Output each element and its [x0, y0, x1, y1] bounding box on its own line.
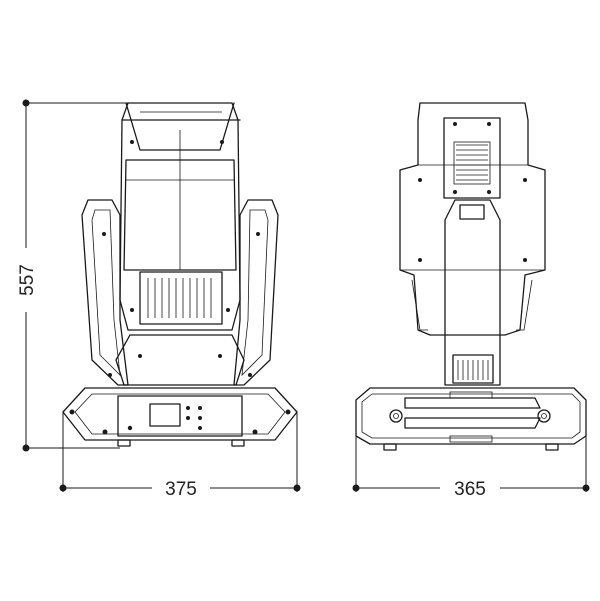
front-view	[62, 102, 298, 447]
side-yoke-arm	[444, 199, 501, 386]
height-label: 557	[17, 264, 38, 296]
side-base	[355, 387, 587, 445]
side-base-left-knob	[389, 409, 403, 423]
side-width-dimension: 365	[352, 420, 590, 500]
side-view	[355, 102, 587, 451]
front-head	[119, 102, 241, 331]
height-dimension: 557	[17, 99, 130, 452]
side-base-right-knob	[537, 409, 551, 423]
side-width-label: 365	[454, 479, 486, 500]
front-width-dimension: 375	[59, 412, 301, 500]
front-right-arm	[233, 199, 279, 386]
front-width-label: 375	[165, 479, 197, 500]
side-vent	[453, 141, 491, 185]
front-base	[62, 387, 298, 441]
front-grille	[147, 278, 212, 318]
side-head	[399, 102, 546, 336]
control-panel	[117, 395, 243, 437]
display-screen	[149, 403, 181, 427]
